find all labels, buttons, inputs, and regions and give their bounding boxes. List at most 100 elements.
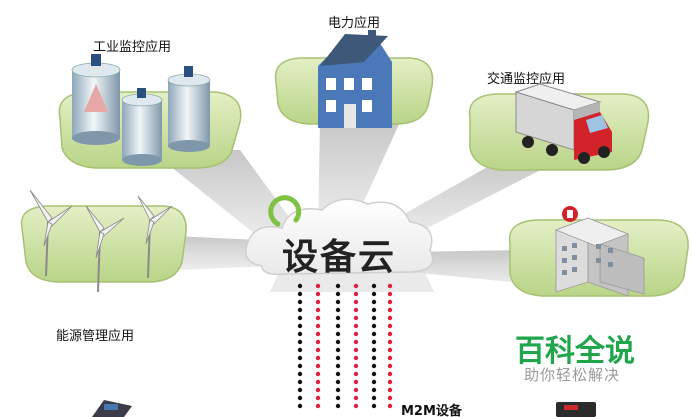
- device-icon-right: [556, 402, 596, 417]
- traffic-platform: [468, 83, 650, 171]
- truck-icon: [514, 83, 612, 164]
- cloud-icon: [245, 195, 434, 276]
- energy-platform: [20, 189, 187, 293]
- stream-dot: [353, 331, 359, 337]
- stream-dot: [297, 291, 303, 297]
- stream-dot: [315, 403, 321, 409]
- stream-dot: [353, 387, 359, 393]
- stream-dot: [335, 403, 341, 409]
- stream-dot: [353, 363, 359, 369]
- stream-dot: [315, 371, 321, 377]
- node-label-industrial: 工业监控应用: [93, 40, 172, 55]
- industrial-platform: [58, 54, 242, 169]
- stream-dot: [315, 283, 321, 289]
- watermark-title: 百科全说: [515, 334, 635, 369]
- stream-dot: [387, 355, 393, 361]
- stream-dot: [353, 355, 359, 361]
- stream-dot: [297, 283, 303, 289]
- stream-dot: [297, 339, 303, 345]
- stream-dot: [297, 307, 303, 313]
- node-label-power: 电力应用: [328, 16, 381, 31]
- stream-dot: [335, 395, 341, 401]
- stream-dot: [353, 403, 359, 409]
- stream-dot: [353, 283, 359, 289]
- node-label-traffic: 交通监控应用: [487, 72, 566, 87]
- stream-dot: [371, 291, 377, 297]
- stream-dot: [335, 323, 341, 329]
- watermark-subtitle: 助你轻松解决: [524, 366, 621, 384]
- building-platform: [508, 206, 689, 297]
- stream-dot: [371, 395, 377, 401]
- stream-dot: [371, 355, 377, 361]
- stream-dot: [387, 291, 393, 297]
- stream-dot: [315, 291, 321, 297]
- stream-dot: [335, 371, 341, 377]
- stream-dot: [335, 307, 341, 313]
- house-icon: [318, 30, 392, 128]
- stream-dot: [387, 307, 393, 313]
- stream-dot: [371, 299, 377, 305]
- stream-dot: [371, 363, 377, 369]
- silo-icon: [71, 54, 211, 166]
- stream-dot: [335, 283, 341, 289]
- stream-dot: [315, 347, 321, 353]
- stream-dot: [387, 395, 393, 401]
- stream-dot: [335, 347, 341, 353]
- stream-dot: [335, 355, 341, 361]
- stream-dot: [297, 315, 303, 321]
- stream-dot: [387, 339, 393, 345]
- stream-dot: [315, 299, 321, 305]
- hospital-building-icon: [554, 206, 645, 297]
- power-platform: [274, 30, 434, 128]
- stream-dot: [297, 331, 303, 337]
- stream-dot: [297, 379, 303, 385]
- stream-dot: [371, 371, 377, 377]
- stream-dot: [387, 283, 393, 289]
- stream-dot: [387, 331, 393, 337]
- stream-dot: [353, 347, 359, 353]
- stream-dot: [387, 403, 393, 409]
- wind-turbine-icon: [29, 189, 173, 293]
- stream-dot: [297, 403, 303, 409]
- stream-dot: [371, 379, 377, 385]
- stream-dot: [353, 371, 359, 377]
- stream-dot: [315, 339, 321, 345]
- stream-dot: [371, 307, 377, 313]
- stream-dot: [297, 323, 303, 329]
- cloud-label: 设备云: [282, 237, 397, 278]
- stream-dot: [335, 291, 341, 297]
- stream-dot: [371, 331, 377, 337]
- stream-dot: [387, 363, 393, 369]
- stream-dot: [335, 379, 341, 385]
- stream-dot: [315, 331, 321, 337]
- data-streams: [297, 283, 393, 409]
- stream-dot: [353, 339, 359, 345]
- stream-dot: [353, 395, 359, 401]
- stream-dot: [353, 291, 359, 297]
- stream-dot: [297, 299, 303, 305]
- stream-dot: [371, 339, 377, 345]
- stream-dot: [335, 331, 341, 337]
- stream-dot: [335, 387, 341, 393]
- stream-dot: [371, 315, 377, 321]
- stream-dot: [353, 315, 359, 321]
- stream-dot: [315, 363, 321, 369]
- stream-dot: [315, 387, 321, 393]
- stream-dot: [353, 307, 359, 313]
- stream-dot: [297, 395, 303, 401]
- stream-dot: [297, 347, 303, 353]
- stream-dot: [335, 363, 341, 369]
- stream-dot: [387, 379, 393, 385]
- bottom-label-m2m: M2M设备: [401, 404, 462, 417]
- stream-dot: [371, 323, 377, 329]
- stream-dot: [387, 387, 393, 393]
- stream-dot: [387, 299, 393, 305]
- stream-dot: [335, 299, 341, 305]
- stream-dot: [387, 315, 393, 321]
- stream-dot: [387, 371, 393, 377]
- stream-dot: [315, 379, 321, 385]
- stream-dot: [371, 347, 377, 353]
- stream-dot: [353, 299, 359, 305]
- stream-dot: [315, 355, 321, 361]
